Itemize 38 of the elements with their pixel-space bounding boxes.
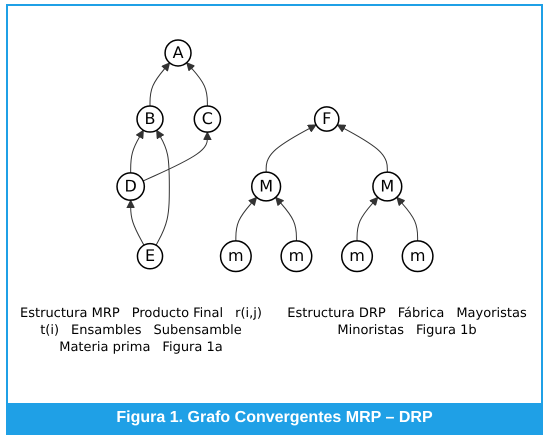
arrow <box>234 197 257 242</box>
annotation-label: Subensamble <box>154 323 242 338</box>
arrow <box>265 124 316 173</box>
annotation-label: Estructura MRP <box>20 306 120 321</box>
node-circle: D <box>116 172 145 202</box>
node-circle: M <box>250 172 281 202</box>
node-circle: m <box>340 240 373 272</box>
node-circle: M <box>372 172 402 202</box>
node-circle: C <box>193 105 221 134</box>
annotation-label: Fábrica <box>398 306 444 321</box>
node-circle: E <box>136 243 163 270</box>
node-circle: B <box>136 106 164 133</box>
arrow <box>356 197 378 242</box>
annotation-label: Mayoristas <box>456 306 527 321</box>
node-circle: m <box>401 240 434 272</box>
annotation-label: Figura 1a <box>162 340 223 355</box>
annotation-label: Materia prima <box>59 340 150 355</box>
arrow <box>149 62 170 107</box>
arrow <box>396 197 418 242</box>
annotation-label: Ensambles <box>71 323 142 338</box>
annotation-label: t(i) <box>40 323 60 338</box>
node-circle: m <box>219 240 252 272</box>
arrow <box>186 62 208 107</box>
arrow <box>126 200 144 246</box>
arrow <box>142 132 212 182</box>
node-circle: F <box>313 106 340 132</box>
annotation-label: Producto Final <box>132 306 224 321</box>
arrow <box>130 130 144 174</box>
caption-bar: Figura 1. Grafo Convergentes MRP – DRP <box>8 403 541 433</box>
annotation-label: Estructura DRP <box>287 306 386 321</box>
annotation-label: r(i,j) <box>235 306 262 321</box>
arrow <box>274 197 296 242</box>
node-circle: A <box>164 39 192 67</box>
arrow <box>155 130 170 246</box>
arrow <box>336 124 388 173</box>
annotation-label: Figura 1b <box>416 323 477 338</box>
node-circle: m <box>280 240 312 272</box>
annotation-label: Minoristas <box>337 323 404 338</box>
